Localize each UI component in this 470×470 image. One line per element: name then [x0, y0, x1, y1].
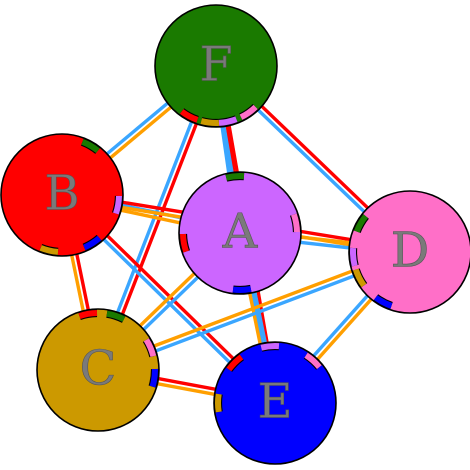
- node-label-a: A: [222, 204, 259, 260]
- port-c-8: [78, 310, 98, 319]
- labels-layer: A B C D E F: [44, 36, 429, 430]
- port-f-23: [239, 104, 258, 120]
- port-b-4: [81, 138, 100, 154]
- port-a-0: [180, 233, 189, 253]
- port-f-20: [179, 109, 199, 123]
- port-d-12: [353, 214, 369, 233]
- port-b-7: [39, 245, 59, 255]
- port-a-1: [225, 173, 245, 181]
- port-f-21: [200, 118, 220, 126]
- node-label-b: B: [44, 166, 79, 222]
- port-b-6: [83, 235, 102, 251]
- node-b[interactable]: [0, 133, 124, 257]
- port-d-14: [352, 268, 367, 288]
- port-d-13: [350, 247, 358, 267]
- port-e-16: [226, 354, 244, 372]
- port-f-22: [218, 116, 238, 126]
- port-d-15: [373, 295, 393, 309]
- ports-layer: [39, 103, 393, 413]
- node-label-f: F: [199, 37, 232, 93]
- port-b-5: [113, 195, 122, 215]
- port-a-3: [232, 285, 252, 293]
- port-c-9: [106, 310, 126, 322]
- port-e-17: [260, 343, 280, 351]
- port-e-19: [215, 393, 222, 413]
- node-label-e: E: [257, 374, 292, 430]
- port-e-18: [304, 352, 322, 370]
- node-label-c: C: [80, 341, 117, 397]
- port-c-11: [149, 368, 158, 388]
- port-a-2: [291, 213, 300, 233]
- port-c-10: [143, 338, 157, 358]
- node-label-d: D: [391, 223, 429, 279]
- nodes-layer: [0, 4, 470, 465]
